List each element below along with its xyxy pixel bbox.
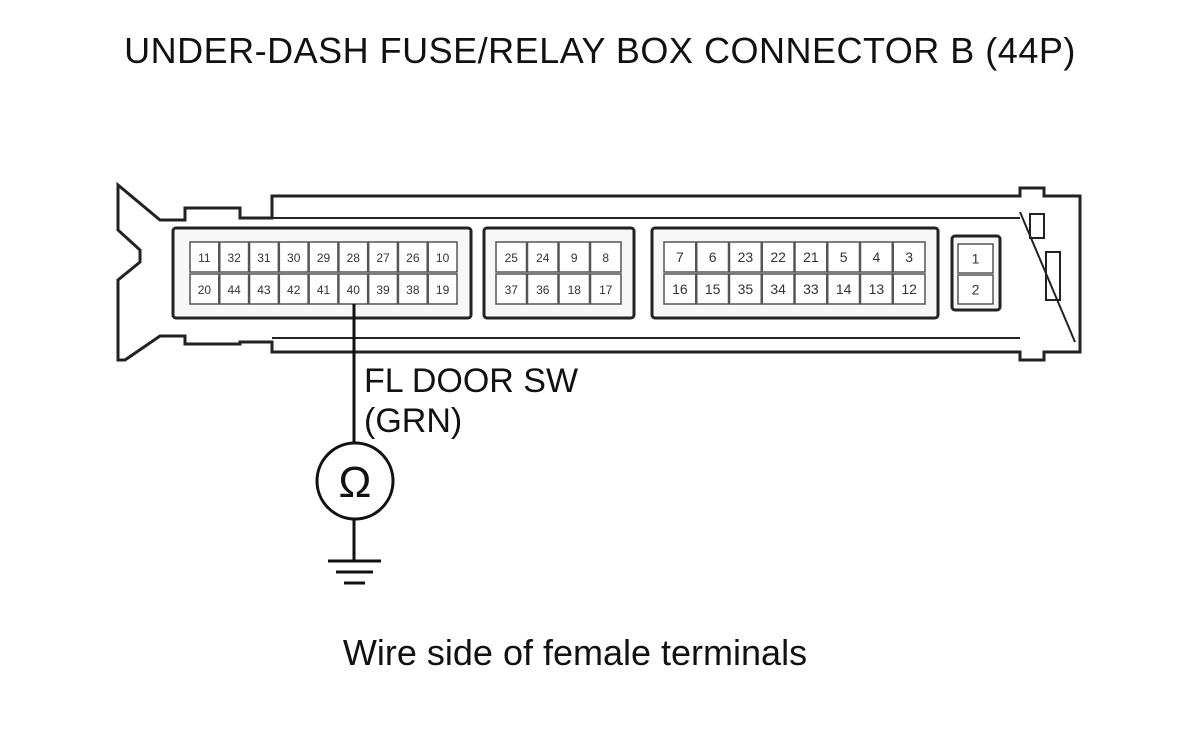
terminal-number: 27 [376, 251, 390, 265]
terminal-cell [589, 241, 622, 273]
terminal-cell [526, 241, 559, 273]
terminal-number: 15 [705, 281, 721, 297]
terminal-cell [827, 241, 861, 273]
terminal-number: 17 [599, 283, 613, 297]
terminal-number: 43 [257, 283, 271, 297]
terminal-cell [248, 273, 280, 305]
terminal-cell [189, 273, 220, 305]
terminal-number: 3 [905, 249, 913, 265]
terminal-number: 37 [505, 283, 519, 297]
connector-housing [116, 181, 1082, 362]
terminal-cell [526, 273, 559, 305]
terminal-number: 12 [901, 281, 917, 297]
diagram-title: UNDER-DASH FUSE/RELAY BOX CONNECTOR B (4… [124, 30, 1076, 71]
terminal-number: 40 [347, 283, 361, 297]
ground-icon [328, 559, 381, 585]
terminal-cell [219, 241, 250, 273]
terminal-cell [892, 273, 926, 305]
terminal-number: 9 [571, 251, 578, 265]
terminal-number: 31 [257, 251, 271, 265]
terminal-number: 7 [676, 249, 684, 265]
terminal-cell [663, 241, 697, 273]
terminal-number: 32 [227, 251, 241, 265]
terminal-cell [367, 273, 399, 305]
terminal-number: 16 [672, 281, 688, 297]
terminal-number: 2 [972, 282, 980, 298]
terminal-number: 34 [770, 281, 786, 297]
terminal-number: 13 [869, 281, 885, 297]
terminal-cell [397, 241, 428, 273]
terminal-cell [338, 241, 369, 273]
terminal-cell [728, 273, 762, 305]
terminal-number: 4 [872, 249, 880, 265]
terminal-number: 11 [198, 251, 211, 265]
terminal-number: 29 [317, 251, 331, 265]
terminal-cell [794, 241, 828, 273]
terminal-number: 39 [376, 283, 390, 297]
terminal-number: 41 [317, 283, 331, 297]
terminal-cell [761, 273, 795, 305]
terminal-cell [859, 273, 893, 305]
terminal-number: 1 [972, 251, 980, 267]
terminal-cell [495, 273, 528, 305]
terminal-cell [338, 273, 369, 305]
terminal-number: 33 [803, 281, 819, 297]
terminal-number: 22 [770, 249, 786, 265]
terminal-number: 44 [227, 283, 241, 297]
terminal-number: 20 [198, 283, 212, 297]
terminal-number: 36 [536, 283, 550, 297]
terminal-cell [308, 241, 339, 273]
terminal-cell [427, 241, 458, 273]
terminal-cell [589, 273, 622, 305]
terminal-cell [189, 241, 220, 273]
terminal-cell [957, 243, 994, 274]
terminal-number: 19 [436, 283, 450, 297]
terminal-number: 28 [347, 251, 361, 265]
terminal-cell [397, 273, 428, 305]
terminal-cell [278, 241, 309, 273]
terminal-cell [278, 273, 309, 305]
terminal-cell [663, 273, 697, 305]
terminal-cell [558, 241, 591, 273]
terminal-cell [892, 241, 926, 273]
terminal-cell [367, 241, 399, 273]
terminal-cell [761, 241, 795, 273]
terminal-cell [558, 273, 591, 305]
terminal-cell [859, 241, 893, 273]
terminal-number: 23 [738, 249, 754, 265]
wire-label-color: (GRN) [364, 402, 463, 440]
terminal-cell [827, 273, 861, 305]
terminal-cell [957, 274, 994, 305]
terminal-number: 21 [803, 249, 819, 265]
terminal-number: 14 [836, 281, 852, 297]
ohm-glyph: Ω [339, 458, 372, 507]
terminal-cell [308, 273, 339, 305]
terminal-cell [248, 241, 280, 273]
terminal-cell [696, 273, 730, 305]
terminal-number: 30 [287, 251, 301, 265]
terminal-number: 35 [738, 281, 754, 297]
terminal-number: 6 [709, 249, 717, 265]
terminal-cell [427, 273, 458, 305]
diagram-caption: Wire side of female terminals [342, 632, 808, 673]
terminal-number: 42 [287, 283, 301, 297]
terminal-number: 18 [568, 283, 582, 297]
terminal-cell [219, 273, 250, 305]
terminal-cell [696, 241, 730, 273]
wire-label-name: FL DOOR SW [364, 362, 579, 400]
terminal-number: 26 [406, 251, 420, 265]
terminal-number: 5 [840, 249, 848, 265]
terminal-cell [794, 273, 828, 305]
terminal-number: 10 [436, 251, 450, 265]
terminal-number: 38 [406, 283, 420, 297]
terminal-number: 8 [602, 251, 609, 265]
terminal-number: 24 [536, 251, 550, 265]
terminal-number: 25 [505, 251, 519, 265]
terminal-cell [728, 241, 762, 273]
terminal-cell [495, 241, 528, 273]
